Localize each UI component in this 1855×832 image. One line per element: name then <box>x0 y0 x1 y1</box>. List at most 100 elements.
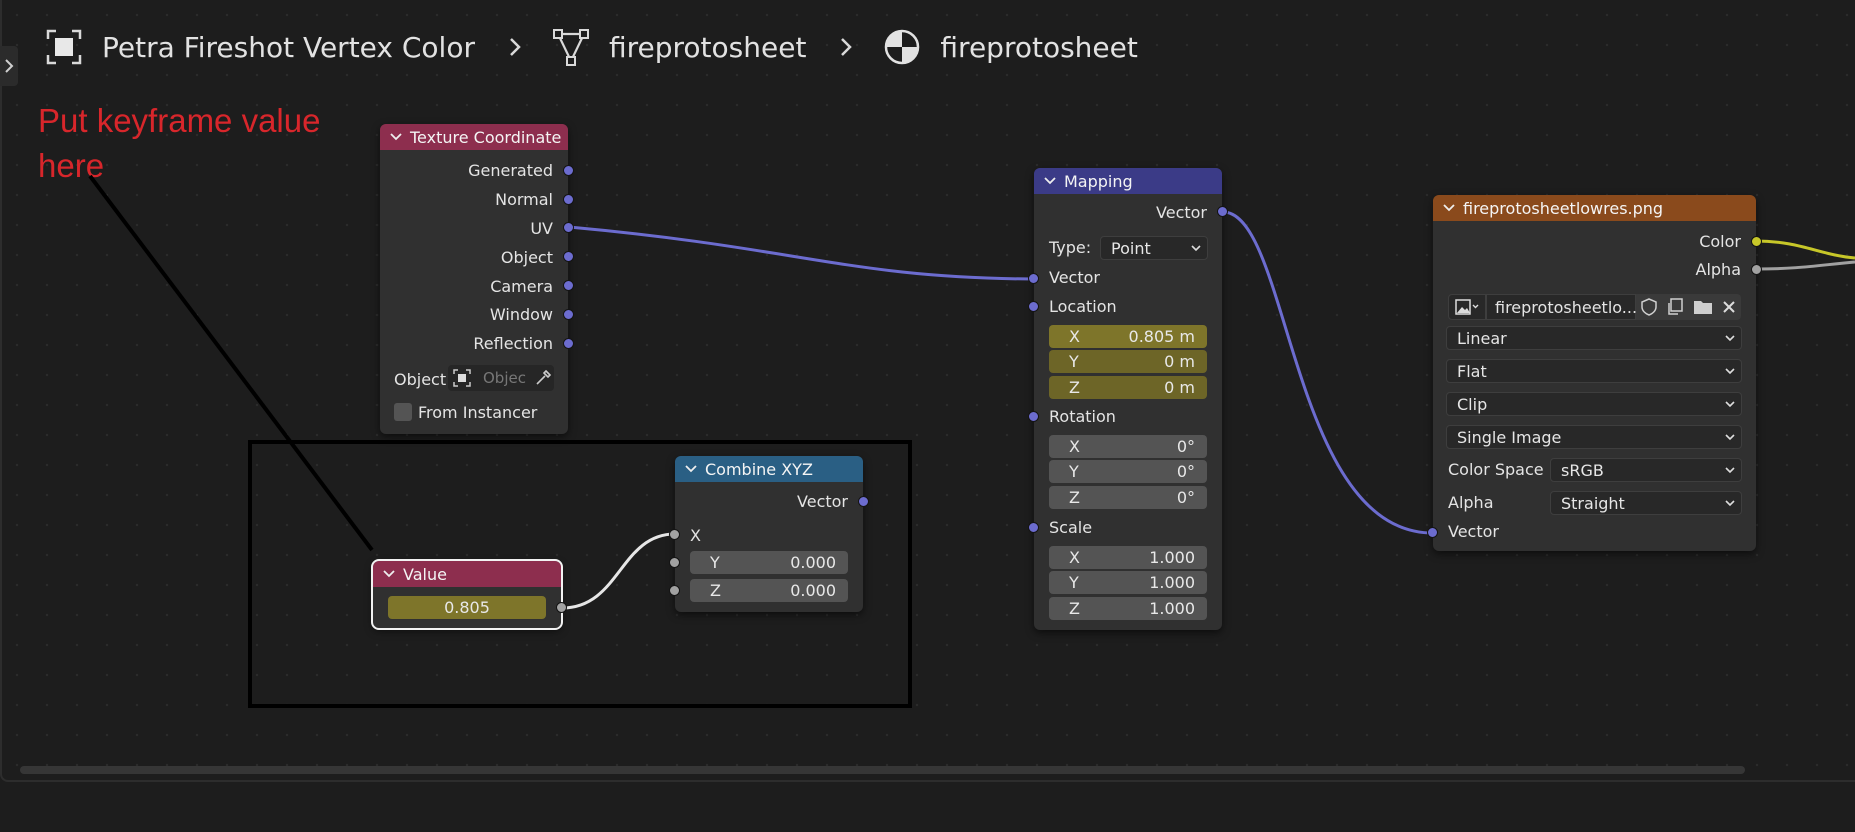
alpha-mode-dropdown[interactable]: Straight <box>1550 491 1742 515</box>
output-object: Object <box>500 247 553 267</box>
location-y-value: 0 m <box>1164 352 1195 371</box>
scale-y-value: 1.000 <box>1149 573 1195 592</box>
chevron-down-icon[interactable] <box>383 570 395 578</box>
texture-coordinate-node[interactable]: Texture Coordinate Generated Normal UV O… <box>380 124 574 434</box>
location-z-field[interactable]: Z 0 m <box>1049 376 1207 399</box>
scale-x-field[interactable]: X 1.000 <box>1049 546 1207 569</box>
duplicate-icon[interactable] <box>1666 298 1684 316</box>
socket-alpha-output[interactable] <box>1751 264 1762 275</box>
node-title: Texture Coordinate <box>410 127 562 147</box>
socket-location-input[interactable] <box>1028 301 1039 312</box>
breadcrumb-object[interactable]: Petra Fireshot Vertex Color <box>44 27 475 67</box>
object-icon <box>44 27 84 67</box>
image-texture-node[interactable]: fireprotosheetlowres.png Color Alpha fir… <box>1427 195 1762 551</box>
chevron-down-icon[interactable] <box>1443 204 1455 212</box>
socket-vector-input[interactable] <box>1028 273 1039 284</box>
breadcrumb-material[interactable]: fireprotosheet <box>882 27 1138 67</box>
socket-vector-output[interactable] <box>1217 206 1228 217</box>
interpolation-value: Linear <box>1457 328 1507 348</box>
value-field-value: 0.805 <box>444 598 490 617</box>
horizontal-scrollbar[interactable] <box>20 766 1745 774</box>
node-header[interactable]: Value <box>373 561 561 587</box>
socket-normal[interactable] <box>563 194 574 205</box>
eyedropper-icon[interactable] <box>534 369 552 387</box>
socket-generated[interactable] <box>563 165 574 176</box>
node-header[interactable]: Combine XYZ <box>675 456 863 482</box>
breadcrumb-object-label: Petra Fireshot Vertex Color <box>102 30 475 64</box>
projection-dropdown[interactable]: Flat <box>1446 359 1742 383</box>
fake-user-shield-icon[interactable] <box>1640 298 1658 316</box>
input-y-field[interactable]: Y 0.000 <box>690 551 848 574</box>
breadcrumb-mesh-label: fireprotosheet <box>608 30 807 64</box>
value-node[interactable]: Value 0.805 <box>371 559 567 630</box>
image-browse-button[interactable] <box>1448 294 1486 320</box>
input-z-field[interactable]: Z 0.000 <box>690 579 848 602</box>
source-dropdown[interactable]: Single Image <box>1446 425 1742 449</box>
socket-rotation-input[interactable] <box>1028 411 1039 422</box>
rotation-z-field[interactable]: Z 0° <box>1049 486 1207 509</box>
rotation-x-field[interactable]: X 0° <box>1049 435 1207 458</box>
scale-x-label: X <box>1069 548 1080 567</box>
type-dropdown[interactable]: Point <box>1100 236 1208 260</box>
image-name-field[interactable]: fireprotosheetlo... <box>1486 294 1637 320</box>
location-z-value: 0 m <box>1164 378 1195 397</box>
socket-color-output[interactable] <box>1751 236 1762 247</box>
chevron-down-icon[interactable] <box>1044 177 1056 185</box>
socket-vector-output[interactable] <box>858 496 869 507</box>
rotation-z-value: 0° <box>1176 488 1195 507</box>
sidebar-toggle[interactable] <box>0 46 18 86</box>
image-actions <box>1636 294 1741 320</box>
value-field[interactable]: 0.805 <box>388 596 546 619</box>
scale-y-label: Y <box>1069 573 1079 592</box>
output-vector: Vector <box>1156 202 1207 222</box>
object-field-label: Object: <box>394 370 452 389</box>
node-title: Combine XYZ <box>705 459 813 479</box>
socket-uv[interactable] <box>563 222 574 233</box>
chevron-down-icon[interactable] <box>685 465 697 473</box>
extension-dropdown[interactable]: Clip <box>1446 392 1742 416</box>
scale-label: Scale <box>1049 518 1093 537</box>
chevron-down-icon[interactable] <box>390 133 402 141</box>
output-camera: Camera <box>490 276 553 296</box>
combine-xyz-node[interactable]: Combine XYZ Vector X Y 0.000 Z 0.000 <box>669 456 869 612</box>
rotation-x-label: X <box>1069 437 1080 456</box>
location-x-field[interactable]: X 0.805 m <box>1049 325 1207 348</box>
location-y-label: Y <box>1069 352 1079 371</box>
image-icon <box>1455 299 1479 315</box>
node-header[interactable]: Mapping <box>1034 168 1222 194</box>
node-header[interactable]: Texture Coordinate <box>380 124 568 150</box>
socket-scale-input[interactable] <box>1028 522 1039 533</box>
socket-value-output[interactable] <box>556 602 567 613</box>
mesh-data-icon <box>551 27 591 67</box>
interpolation-dropdown[interactable]: Linear <box>1446 326 1742 350</box>
socket-z-input[interactable] <box>669 585 680 596</box>
vector-input-label: Vector <box>1448 522 1499 541</box>
from-instancer-checkbox[interactable] <box>394 403 412 421</box>
scale-z-field[interactable]: Z 1.000 <box>1049 597 1207 620</box>
location-x-label: X <box>1069 327 1080 346</box>
location-y-field[interactable]: Y 0 m <box>1049 350 1207 373</box>
color-space-dropdown[interactable]: sRGB <box>1550 458 1742 482</box>
socket-object[interactable] <box>563 251 574 262</box>
socket-x-input[interactable] <box>669 529 680 540</box>
socket-camera[interactable] <box>563 280 574 291</box>
mapping-node[interactable]: Mapping Vector Type: Point Vector Locati… <box>1028 168 1228 630</box>
socket-y-input[interactable] <box>669 557 680 568</box>
chevron-down-icon <box>1725 466 1735 473</box>
socket-reflection[interactable] <box>563 338 574 349</box>
node-title: Mapping <box>1064 171 1133 191</box>
node-header[interactable]: fireprotosheetlowres.png <box>1433 195 1756 221</box>
alpha-mode-value: Straight <box>1561 493 1625 513</box>
folder-icon[interactable] <box>1693 298 1713 316</box>
rotation-y-field[interactable]: Y 0° <box>1049 460 1207 483</box>
breadcrumb-mesh[interactable]: fireprotosheet <box>551 27 806 67</box>
output-uv: UV <box>530 218 553 238</box>
from-instancer-label: From Instancer <box>418 403 538 422</box>
scale-y-field[interactable]: Y 1.000 <box>1049 571 1207 594</box>
socket-window[interactable] <box>563 309 574 320</box>
breadcrumb: Petra Fireshot Vertex Color fireprotoshe… <box>44 22 1138 72</box>
close-icon[interactable] <box>1721 299 1737 315</box>
output-reflection: Reflection <box>473 333 553 353</box>
socket-vector-input[interactable] <box>1427 527 1438 538</box>
object-picker[interactable]: Objec <box>448 365 554 391</box>
